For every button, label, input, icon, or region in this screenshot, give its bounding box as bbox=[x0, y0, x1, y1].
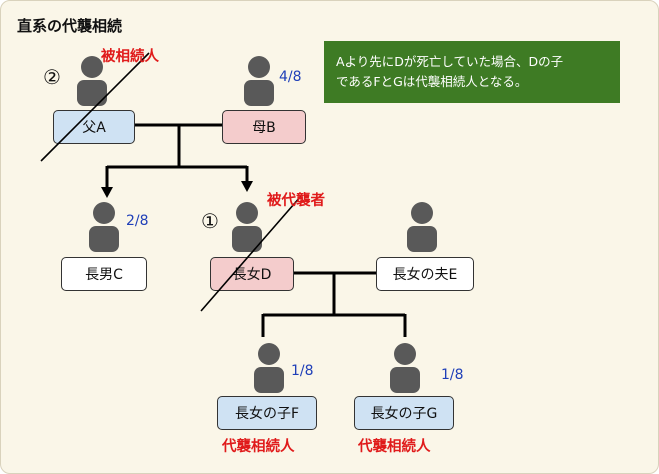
marker-eldest-daughter: ① bbox=[201, 209, 219, 233]
person-label-eldest-daughter: 長女D bbox=[232, 267, 272, 283]
tag-child-g: 代襲相続人 bbox=[358, 439, 431, 455]
person-box-child-f: 長女の子F bbox=[217, 396, 317, 430]
person-label-child-g: 長女の子G bbox=[370, 406, 438, 422]
tag-eldest-daughter: 被代襲者 bbox=[267, 193, 325, 209]
diagram-title: 直系の代襲相続 bbox=[17, 17, 123, 35]
arrow-to-d bbox=[241, 181, 253, 192]
note-line-2: であるFとGは代襲相続人となる。 bbox=[336, 74, 528, 89]
share-eldest-son: 2/8 bbox=[126, 213, 149, 229]
person-box-daughter-husband: 長女の夫E bbox=[376, 257, 474, 291]
person-icon-daughter-husband bbox=[407, 202, 437, 252]
person-icon-child-f bbox=[254, 343, 284, 393]
person-box-father: 父A bbox=[53, 110, 135, 144]
person-label-mother: 母B bbox=[252, 120, 276, 136]
share-child-f: 1/8 bbox=[291, 363, 314, 379]
share-child-g: 1/8 bbox=[441, 367, 464, 383]
person-box-eldest-son: 長男C bbox=[61, 257, 147, 291]
tag-child-f: 代襲相続人 bbox=[222, 439, 295, 455]
arrow-to-c bbox=[101, 187, 113, 198]
person-label-eldest-son: 長男C bbox=[85, 267, 123, 283]
note-line-1: Aより先にDが死亡していた場合、Dの子 bbox=[336, 54, 564, 69]
person-icon-eldest-daughter bbox=[232, 202, 262, 252]
person-label-child-f: 長女の子F bbox=[234, 406, 300, 422]
marker-father: ② bbox=[43, 65, 61, 89]
person-box-eldest-daughter: 長女D bbox=[210, 257, 294, 291]
person-icon-mother bbox=[244, 56, 274, 106]
person-box-mother: 母B bbox=[222, 110, 306, 144]
person-label-father: 父A bbox=[82, 120, 106, 136]
share-mother: 4/8 bbox=[279, 69, 302, 85]
person-icon-eldest-son bbox=[89, 202, 119, 252]
person-box-child-g: 長女の子G bbox=[354, 396, 454, 430]
person-label-daughter-husband: 長女の夫E bbox=[392, 267, 458, 283]
tag-father: 被相続人 bbox=[101, 49, 159, 65]
person-icon-child-g bbox=[390, 343, 420, 393]
explanation-note: Aより先にDが死亡していた場合、Dの子 であるFとGは代襲相続人となる。 bbox=[324, 41, 620, 103]
